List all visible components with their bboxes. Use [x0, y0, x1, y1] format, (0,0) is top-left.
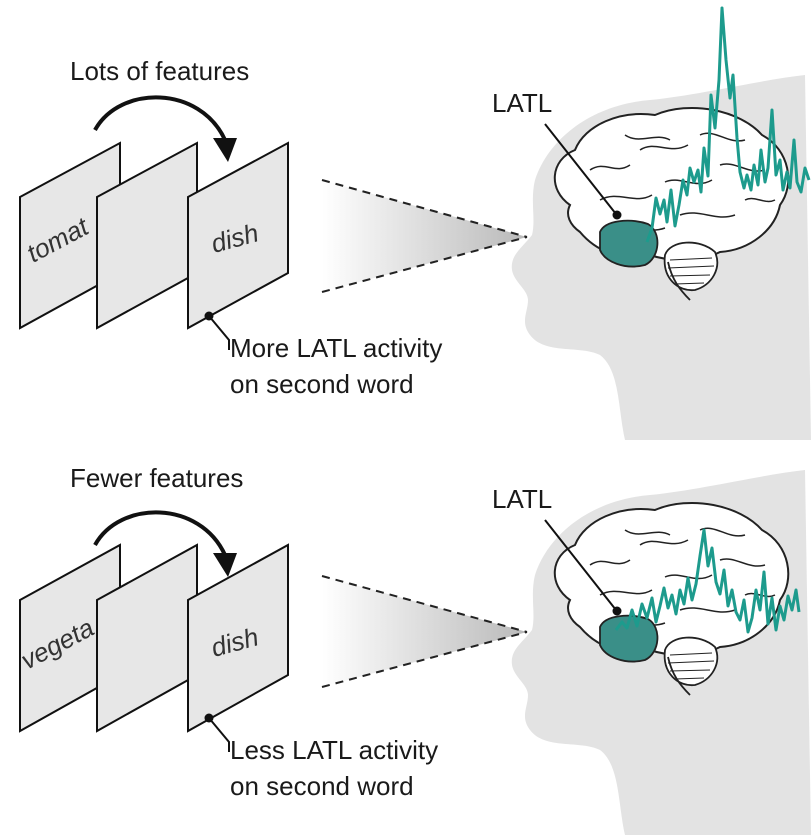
- gaze-line-bottom: [321, 236, 528, 293]
- panel-title: Lots of features: [70, 56, 249, 86]
- gaze-line-bottom: [321, 631, 528, 688]
- caption-leader-line: [208, 717, 230, 752]
- gaze-cone: [322, 576, 527, 687]
- gaze-line-top: [321, 575, 528, 633]
- signal-trace-icon: [645, 6, 811, 243]
- caption-leader-line: [208, 315, 230, 350]
- card-second: [187, 141, 289, 330]
- panel-top: LATL tomat dish Lots of features More LA…: [19, 6, 811, 440]
- latl-region: [599, 219, 659, 268]
- caption-line-1: More LATL activity: [230, 333, 442, 363]
- latl-label: LATL: [492, 88, 552, 118]
- word-cards: tomat dish: [19, 141, 289, 330]
- latl-leader-dot: [612, 210, 622, 220]
- latl-label: LATL: [492, 484, 552, 514]
- curved-arrow-icon: [93, 510, 237, 577]
- panel-bottom: LATL vegeta dish Fewer features Less LAT…: [16, 463, 811, 835]
- caption-line-1: Less LATL activity: [230, 735, 438, 765]
- caption-line-2: on second word: [230, 369, 414, 399]
- word-cards: vegeta dish: [16, 543, 289, 733]
- signal-trace-icon: [614, 528, 801, 634]
- gaze-line-top: [321, 179, 528, 238]
- latl-leader-line: [544, 123, 617, 215]
- latl-leader-line: [544, 519, 617, 611]
- latl-leader-dot: [612, 606, 622, 616]
- panel-title: Fewer features: [70, 463, 243, 493]
- caption-line-2: on second word: [230, 771, 414, 801]
- curved-arrow-icon: [93, 95, 237, 162]
- gaze-cone: [322, 180, 527, 292]
- brain-icon: [553, 501, 790, 696]
- latl-region: [599, 614, 659, 663]
- brain-icon: [553, 106, 790, 301]
- card-second: [187, 543, 289, 733]
